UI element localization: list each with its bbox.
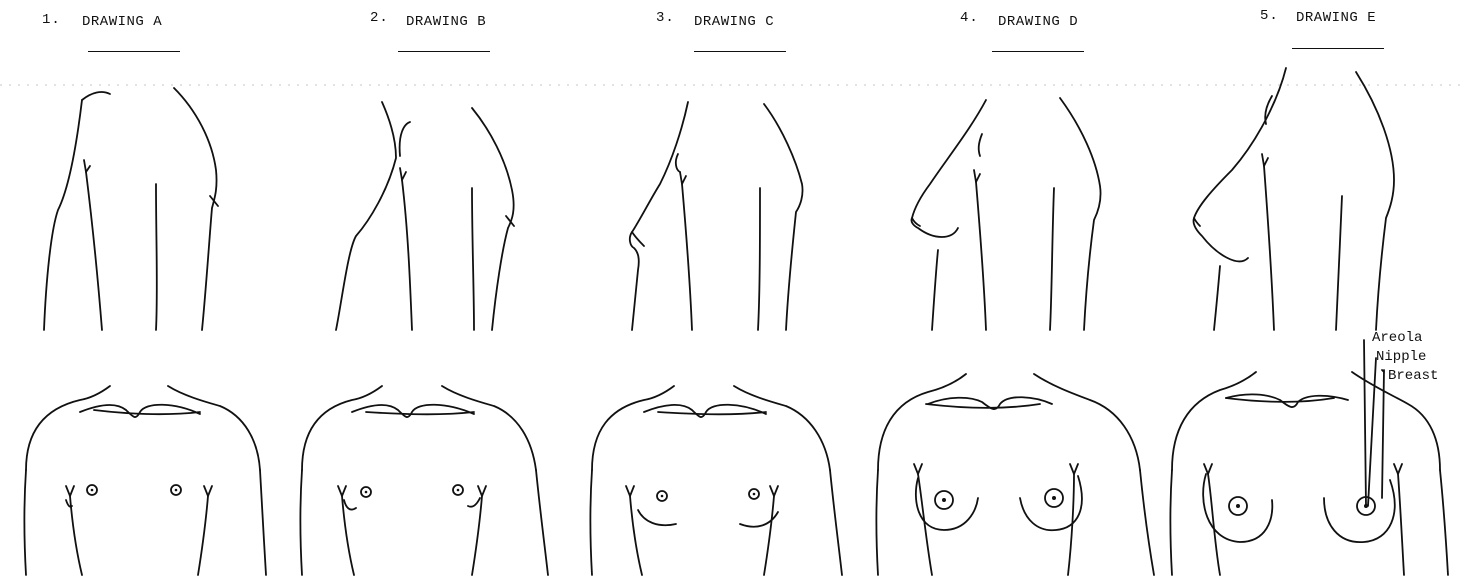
front-view-figure — [1168, 0, 1464, 584]
drawing-panel-c: 3. DRAWING C — [582, 0, 874, 584]
breast-label: Breast — [1388, 368, 1438, 384]
drawing-panel-e: 5. DRAWING E Areola Nipple — [1168, 0, 1464, 584]
drawing-panel-b: 2. DRAWING B — [292, 0, 582, 584]
areola-label: Areola — [1372, 330, 1422, 346]
front-view-figure — [6, 0, 286, 584]
nipple-label: Nipple — [1376, 349, 1426, 365]
drawing-panel-a: 1. DRAWING A — [6, 0, 286, 584]
front-view-figure — [292, 0, 582, 584]
drawing-panel-d: 4. DRAWING D — [874, 0, 1168, 584]
front-view-figure — [874, 0, 1168, 584]
front-view-figure — [582, 0, 874, 584]
